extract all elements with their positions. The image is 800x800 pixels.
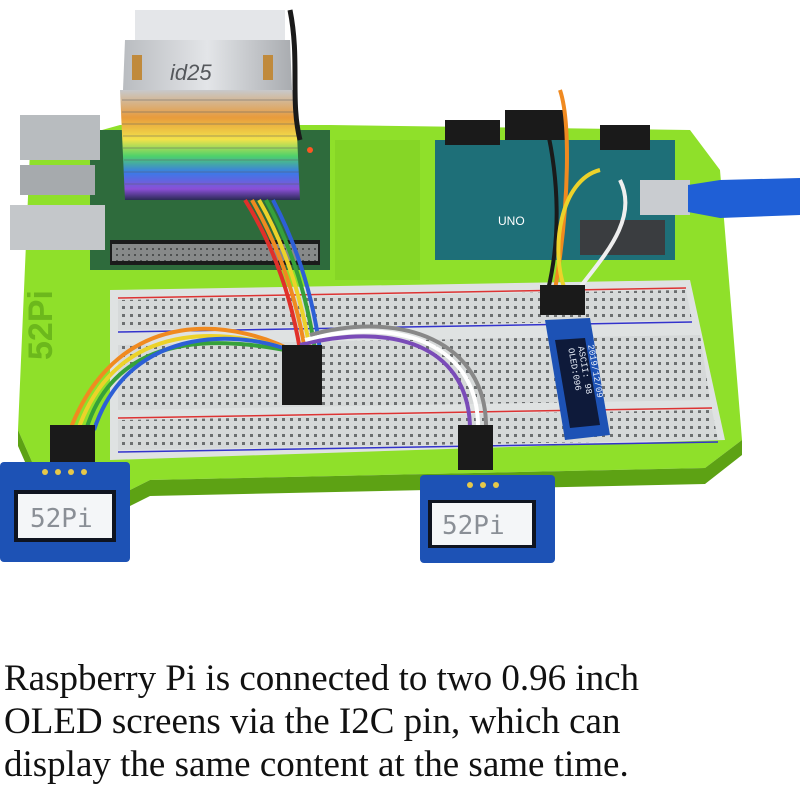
- vertical-oled-module: 2019/12/09 ASCII: 98 OLED:096: [545, 318, 610, 440]
- oled-screen-text: 52Pi: [30, 504, 93, 534]
- header-connector: [50, 425, 95, 465]
- heatsink-logo: id25: [170, 60, 212, 85]
- caption-line: display the same content at the same tim…: [4, 744, 629, 785]
- usb-cable: [640, 178, 800, 218]
- oled-module-left: 52Pi: [0, 462, 130, 562]
- caption: Raspberry Pi is connected to two 0.96 in…: [0, 657, 800, 786]
- arduino-board: UNO: [435, 110, 675, 260]
- product-photo: 52Pi id25: [0, 9, 800, 563]
- header-connector: [540, 285, 585, 315]
- breadboard: [110, 280, 725, 460]
- oled-screen-text: 52Pi: [442, 511, 505, 541]
- jumper-wires: [68, 89, 628, 431]
- oled-module-right: 52Pi: [420, 475, 555, 563]
- header-connector: [282, 345, 322, 405]
- svg-text:52Pi: 52Pi: [22, 290, 60, 360]
- caption-line: OLED screens via the I2C pin, which can: [4, 701, 621, 742]
- header-connector: [458, 425, 493, 470]
- caption-line: Raspberry Pi is connected to two 0.96 in…: [4, 658, 640, 699]
- heatsink: id25: [120, 10, 300, 200]
- arduino-label: UNO: [498, 214, 525, 228]
- black-cable: [287, 9, 303, 141]
